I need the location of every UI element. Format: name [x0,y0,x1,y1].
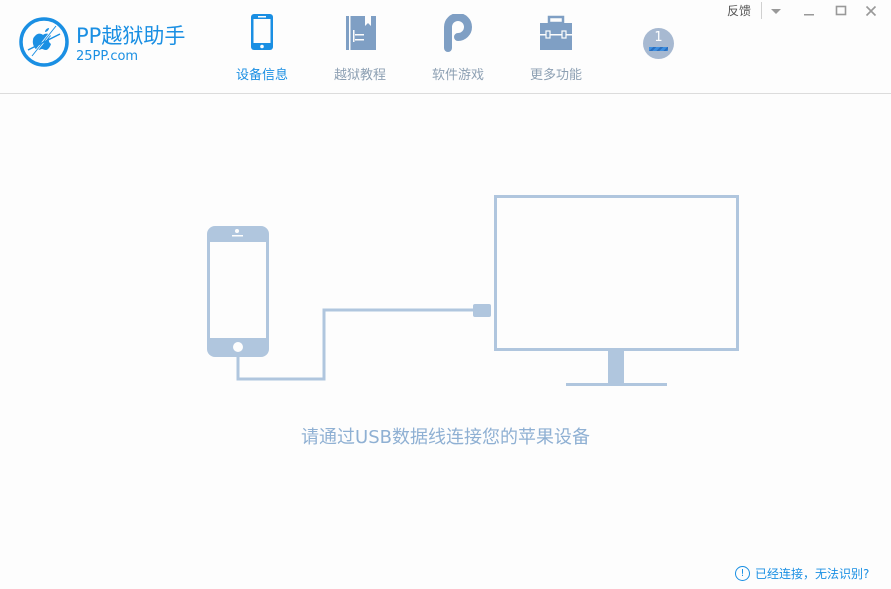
phone-icon [251,14,273,50]
book-icon [346,16,376,50]
exclamation-circle-icon: ! [735,566,750,581]
nav-label: 软件游戏 [431,68,484,83]
nav-label: 设备信息 [235,68,288,83]
nav-jailbreak-tutorial[interactable]: 越狱教程 [320,12,400,84]
nav-more-features[interactable]: 更多功能 [516,12,596,84]
help-text: 已经连接，无法识别? [755,567,870,581]
cannot-recognize-help-link[interactable]: ! 已经连接，无法识别? [735,565,869,583]
download-progress-icon [649,47,668,51]
maximize-icon[interactable] [834,4,848,18]
nav-label: 更多功能 [529,68,582,83]
divider [761,2,762,19]
app-url: 25PP.com [76,49,139,64]
download-count: 1 [654,30,663,45]
chevron-down-icon[interactable] [769,4,783,18]
feedback-button[interactable]: 反馈 [727,4,752,18]
app-title: PP越狱助手 [76,24,186,48]
minimize-icon[interactable] [802,4,816,18]
app-logo-icon [19,17,69,67]
close-icon[interactable] [864,4,878,18]
toolbox-icon [540,15,572,50]
connect-prompt: 请通过USB数据线连接您的苹果设备 [301,427,590,448]
header: PP越狱助手 25PP.com 设备信息 越狱教程 软件游戏 [0,0,891,94]
nav-software-games[interactable]: 软件游戏 [418,12,498,84]
download-badge[interactable]: 1 [643,28,674,59]
pp-logo-icon [444,14,473,52]
nav-label: 越狱教程 [333,68,386,83]
nav-device-info[interactable]: 设备信息 [222,12,302,84]
